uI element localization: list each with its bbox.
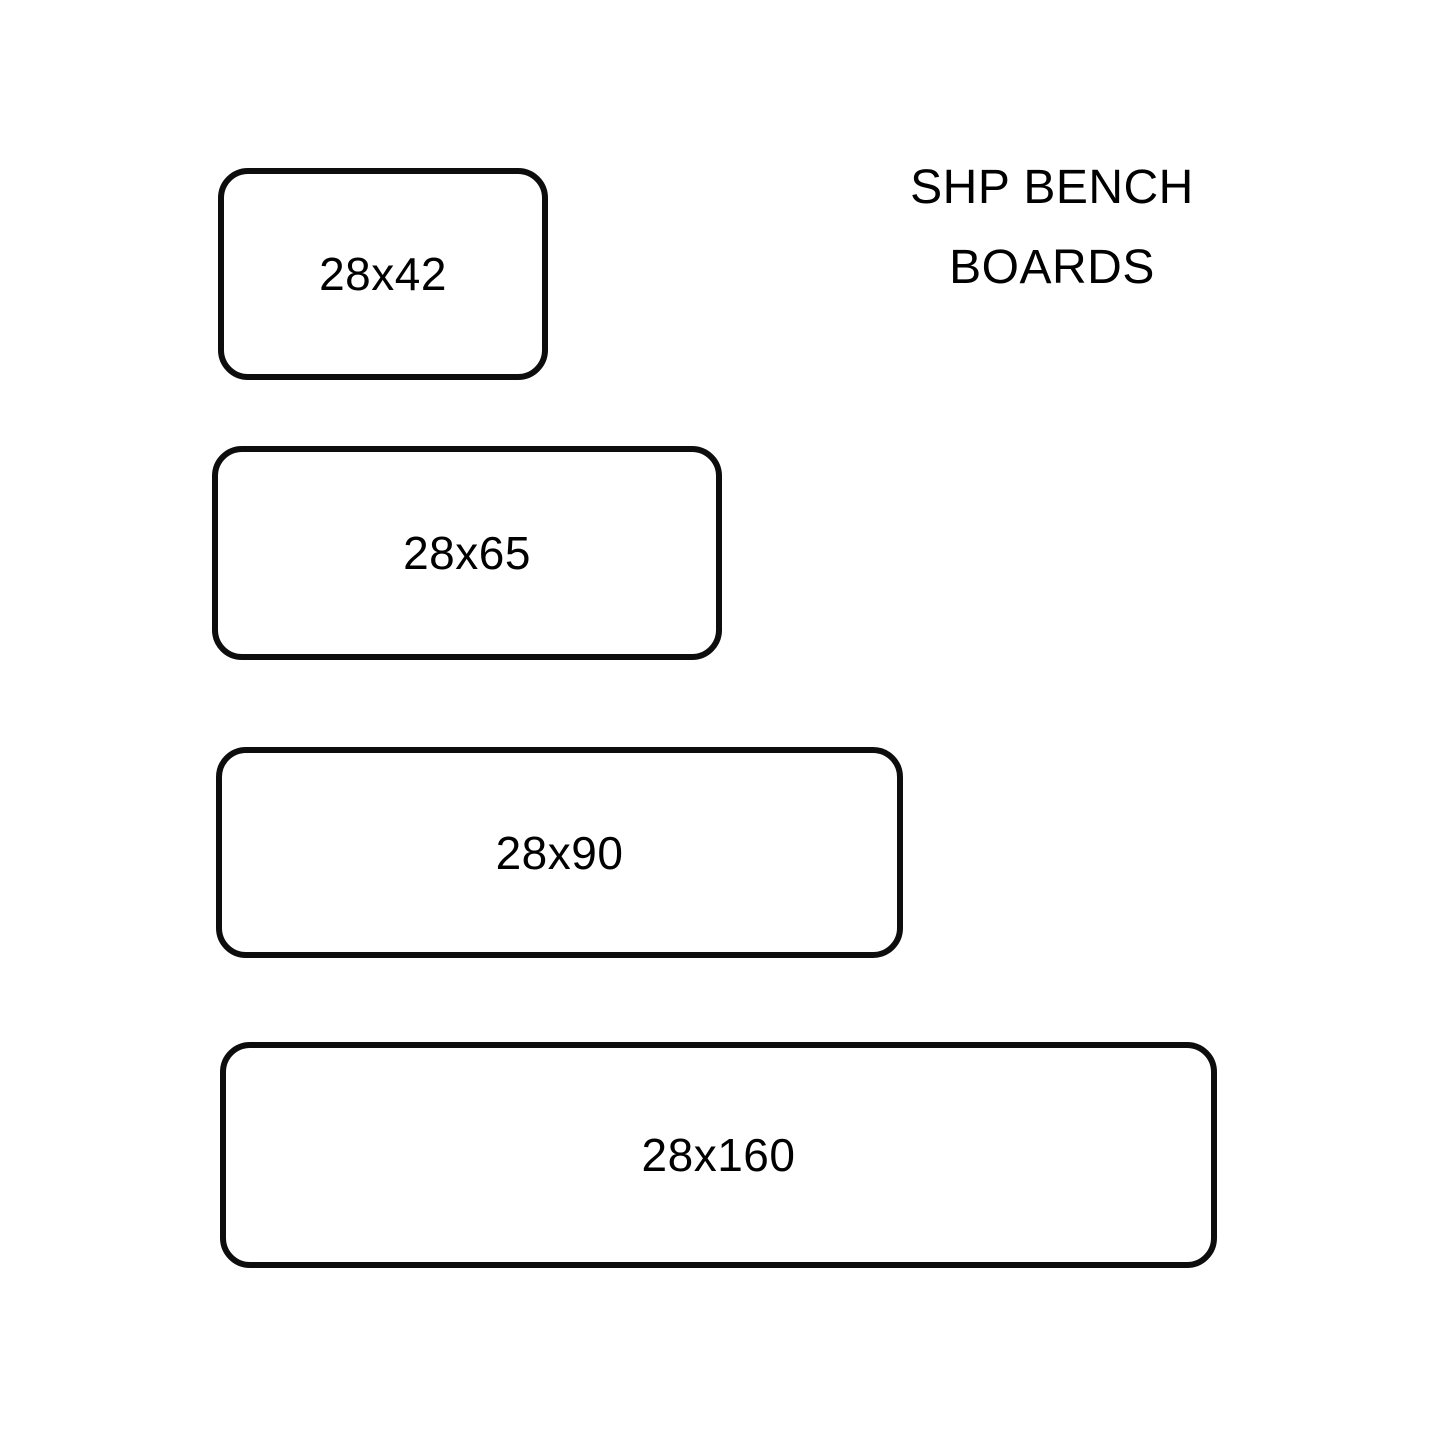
board-label-28x42: 28x42 [319,248,447,300]
board-label-28x160: 28x160 [641,1129,796,1181]
board-label-28x65: 28x65 [403,527,531,579]
diagram-title-line2: BOARDS [949,241,1155,294]
diagram-title-line1: SHP BENCH [910,161,1194,214]
board-rect-28x160: 28x160 [220,1042,1217,1268]
diagram-title: SHP BENCH BOARDS [852,148,1252,308]
board-rect-28x90: 28x90 [216,747,903,958]
board-rect-28x42: 28x42 [218,168,548,380]
board-label-28x90: 28x90 [495,826,624,879]
board-rect-28x65: 28x65 [212,446,722,660]
